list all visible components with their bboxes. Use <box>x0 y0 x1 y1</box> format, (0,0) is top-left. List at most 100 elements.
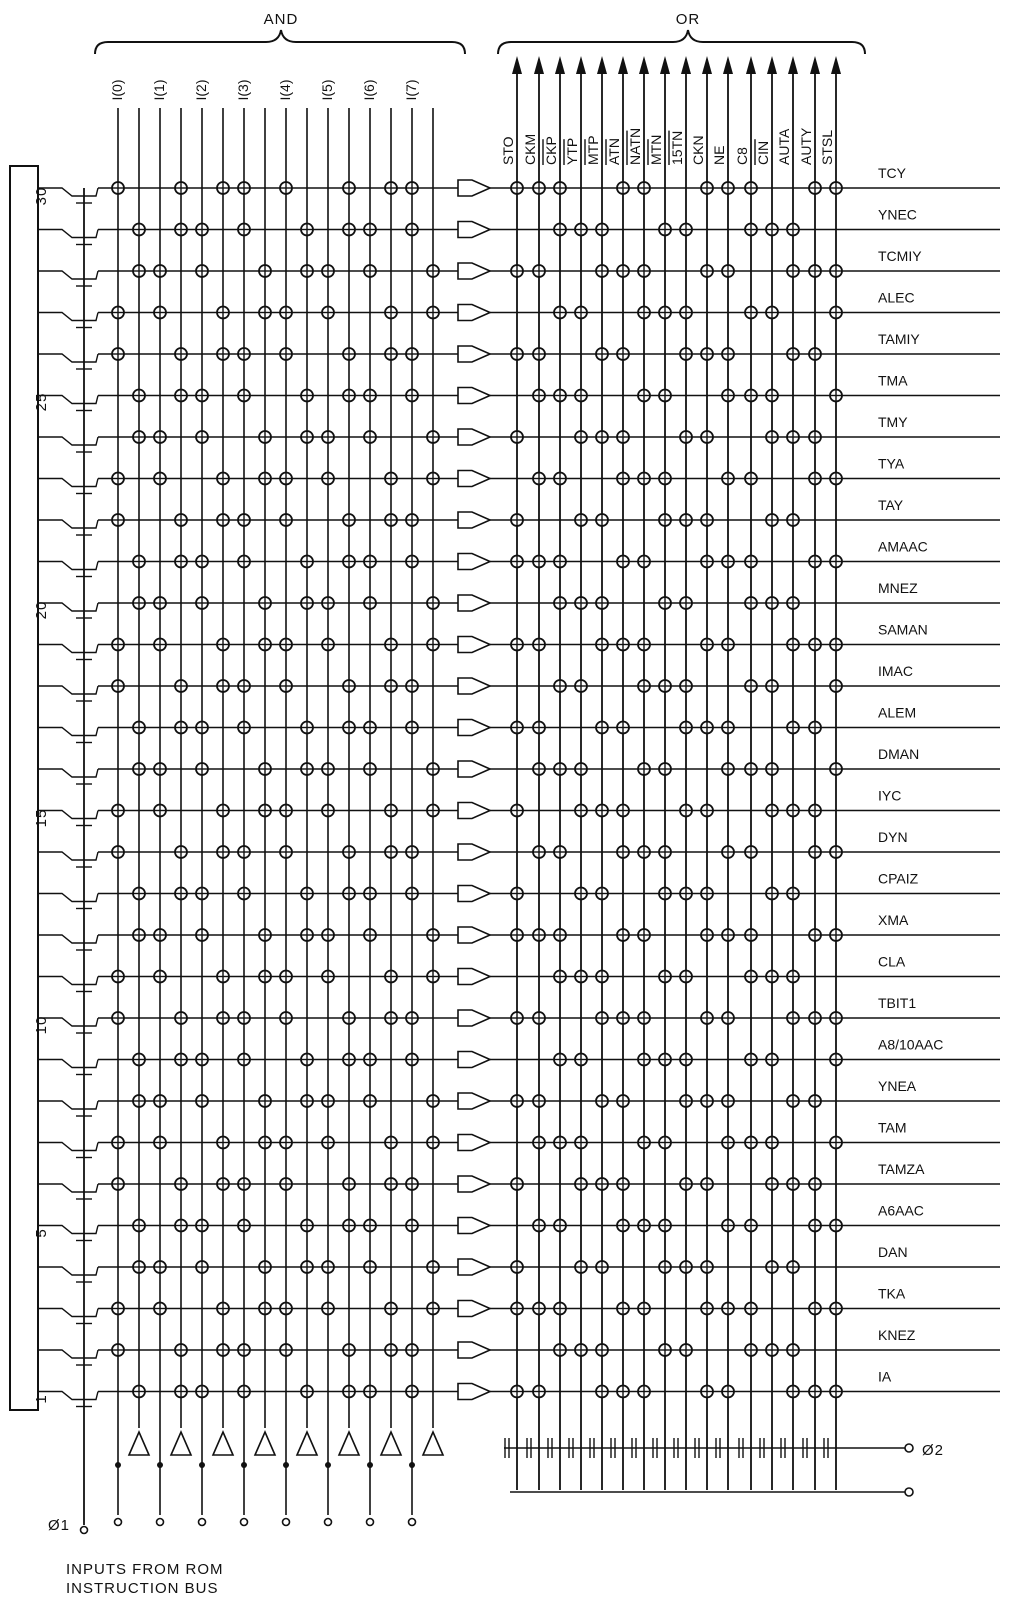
row-number: 15 <box>33 809 50 828</box>
instruction-label: YNEA <box>878 1078 917 1094</box>
row-number: 20 <box>33 601 50 620</box>
buffer-icon <box>457 428 492 446</box>
or-output-label: MTN <box>648 135 664 165</box>
pullup-transistor-icon <box>38 1017 99 1027</box>
buffer-icon <box>457 760 492 778</box>
output-arrow-icon <box>555 56 565 74</box>
pullup-transistor-icon <box>38 187 99 197</box>
and-input-label: I(4) <box>277 80 293 101</box>
and-input-label: I(7) <box>403 80 419 101</box>
pullup-transistor-icon <box>38 975 99 986</box>
clock-transistor-icon <box>802 1438 808 1458</box>
pullup-transistor-icon <box>38 1141 99 1152</box>
output-arrow-icon <box>576 56 586 74</box>
or-output-label: CIN <box>755 141 771 165</box>
output-arrow-icon <box>767 56 777 74</box>
instruction-label: TBIT1 <box>878 995 916 1011</box>
clock-transistor-icon <box>759 1438 765 1458</box>
buffer-icon <box>457 303 492 322</box>
or-output-label: 15TN <box>669 131 685 165</box>
buffer-icon <box>457 843 492 861</box>
footer-caption-line2: INSTRUCTION BUS <box>66 1580 219 1597</box>
pullup-transistor-icon <box>38 726 99 737</box>
pullup-transistor-icon <box>38 519 99 529</box>
clock-transistor-icon <box>547 1438 553 1458</box>
clock-transistor-icon <box>568 1438 574 1458</box>
pullup-transistor-icon <box>38 1349 99 1359</box>
buffer-icon <box>457 677 492 695</box>
inverter-icon <box>379 1429 403 1456</box>
and-input-label: I(3) <box>235 80 251 101</box>
buffer-icon <box>457 1299 492 1318</box>
phi2-label: Ø2 <box>922 1442 944 1459</box>
buffer-icon <box>457 1009 492 1027</box>
or-output-label: CKP <box>543 136 559 165</box>
clock-transistor-icon <box>652 1438 658 1458</box>
inverter-icon <box>211 1429 235 1456</box>
pullup-transistor-icon <box>38 602 99 612</box>
instruction-label: YNEC <box>878 207 917 223</box>
buffer-icon <box>457 1341 492 1359</box>
inverter-icon <box>169 1429 193 1456</box>
pullup-transistor-icon <box>38 685 99 695</box>
buffer-icon <box>457 386 492 405</box>
pullup-transistor-icon <box>38 643 99 654</box>
inverter-icon <box>295 1429 319 1456</box>
and-brace <box>94 29 466 55</box>
output-arrow-icon <box>660 56 670 74</box>
clock-transistor-icon <box>631 1438 637 1458</box>
output-arrow-icon <box>512 56 522 74</box>
output-arrow-icon <box>534 56 544 74</box>
rom-input-terminal <box>281 1517 291 1527</box>
and-input-label: I(0) <box>109 80 125 101</box>
buffer-icon <box>457 262 492 280</box>
inverter-icon <box>127 1429 151 1456</box>
or-output-label: CKM <box>522 134 538 165</box>
buffer-icon <box>457 1092 492 1110</box>
output-arrow-icon <box>831 56 841 74</box>
instruction-label: TAY <box>878 497 904 513</box>
rom-input-terminal <box>365 1517 375 1527</box>
rom-input-terminal <box>155 1517 165 1527</box>
instruction-label: CLA <box>878 954 906 970</box>
instruction-label: DYN <box>878 829 908 845</box>
output-arrow-icon <box>681 56 691 74</box>
pullup-transistor-icon <box>38 477 99 488</box>
clock-transistor-icon <box>610 1438 616 1458</box>
instruction-label: DAN <box>878 1244 908 1260</box>
instruction-label: XMA <box>878 912 909 928</box>
row-number: 1 <box>33 1394 50 1403</box>
or-output-label: NE <box>711 146 727 165</box>
or-output-label: AUTY <box>798 127 814 165</box>
inverter-icon <box>421 1429 445 1456</box>
pullup-transistor-icon <box>38 1307 99 1318</box>
buffer-icon <box>457 884 492 903</box>
instruction-label: CPAIZ <box>878 871 919 887</box>
and-input-label: I(5) <box>319 80 335 101</box>
pullup-transistor-icon <box>38 311 99 322</box>
buffer-icon <box>457 718 492 737</box>
phi1-label: Ø1 <box>48 1517 70 1534</box>
inverter-icon <box>253 1429 277 1456</box>
or-output-label: AUTA <box>776 128 792 165</box>
rom-input-terminal <box>407 1517 417 1527</box>
instruction-label: AMAAC <box>878 539 928 555</box>
instruction-label: TMA <box>878 373 908 389</box>
or-output-label: ATN <box>606 138 622 165</box>
output-arrow-icon <box>597 56 607 74</box>
output-arrow-icon <box>702 56 712 74</box>
pullup-transistor-icon <box>38 1058 99 1069</box>
pullup-transistor-icon <box>38 1100 99 1110</box>
pullup-transistor-icon <box>38 768 99 778</box>
instruction-label: TAM <box>878 1120 907 1136</box>
buffer-icon <box>457 1216 492 1235</box>
instruction-label: TMY <box>878 414 908 430</box>
rom-input-terminal <box>323 1517 333 1527</box>
or-label: OR <box>676 11 701 28</box>
rom-input-terminal <box>113 1517 123 1527</box>
instruction-label: A8/10AAC <box>878 1037 943 1053</box>
output-arrow-icon <box>618 56 628 74</box>
pullup-transistor-icon <box>38 934 99 944</box>
or-output-label: NATN <box>627 128 643 165</box>
